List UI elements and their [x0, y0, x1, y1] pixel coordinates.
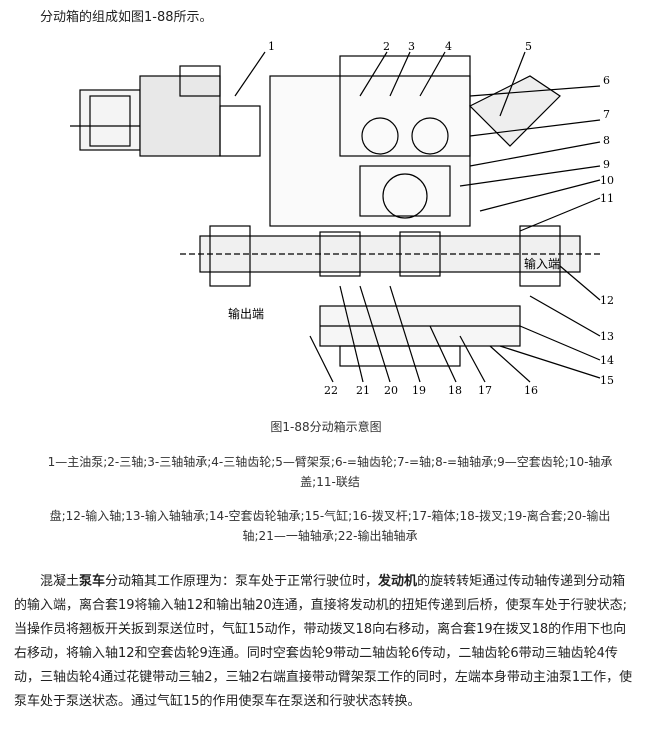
- part-11: 11: [600, 192, 614, 205]
- part-10: 10: [600, 174, 614, 187]
- part-21: 21: [356, 384, 370, 397]
- part-1: 1: [268, 40, 275, 53]
- body-bold-pump-truck: 泵车: [79, 574, 106, 589]
- part-14: 14: [600, 354, 614, 367]
- part-12: 12: [600, 294, 614, 307]
- part-3: 3: [408, 40, 415, 53]
- part-2: 2: [383, 40, 390, 53]
- label-input-end: 输入端: [524, 256, 560, 271]
- body-bold-engine: 发动机: [378, 574, 418, 589]
- body-text-2: 分动箱其工作原理为：泵车处于正常行驶位时，: [105, 574, 379, 589]
- part-6: 6: [603, 74, 610, 87]
- legend-line-2: 盘;12-输入轴;13-输入轴轴承;14-空套齿轮轴承;15-气缸;16-拨叉杆…: [49, 509, 611, 543]
- part-15: 15: [600, 374, 614, 387]
- gearbox-drawing: 1 2 3 4 5 6 7 8 9 10 11 12 13 14 15 16 1…: [70, 40, 614, 397]
- part-19: 19: [412, 384, 426, 397]
- part-18: 18: [448, 384, 462, 397]
- part-17: 17: [478, 384, 492, 397]
- legend-line-1: 1—主油泵;2-三轴;3-三轴轴承;4-三轴齿轮;5—臂架泵;6-=轴齿轮;7-…: [47, 455, 613, 489]
- part-8: 8: [603, 134, 610, 147]
- figure-caption: 图1-88分动箱示意图: [270, 420, 382, 434]
- part-5: 5: [525, 40, 532, 53]
- body-paragraph: 混凝土泵车分动箱其工作原理为：泵车处于正常行驶位时，发动机的旋转转矩通过传动轴传…: [14, 570, 634, 714]
- part-4: 4: [445, 40, 452, 53]
- label-output-end: 输出端: [228, 306, 264, 321]
- part-9: 9: [603, 158, 610, 171]
- body-text-3: 的旋转转矩通过传动轴传递到分动箱的输入端，离合套19将输入轴12和输出轴20连通…: [14, 574, 633, 709]
- part-16: 16: [524, 384, 538, 397]
- part-20: 20: [384, 384, 398, 397]
- body-text-1: 混凝土: [40, 574, 80, 589]
- part-7: 7: [603, 108, 610, 121]
- gearbox-diagram: 1 2 3 4 5 6 7 8 9 10 11 12 13 14 15 16 1…: [60, 36, 620, 398]
- intro-text: 分动箱的组成如图1-88所示。: [40, 10, 213, 25]
- part-22: 22: [324, 384, 338, 397]
- part-13: 13: [600, 330, 614, 343]
